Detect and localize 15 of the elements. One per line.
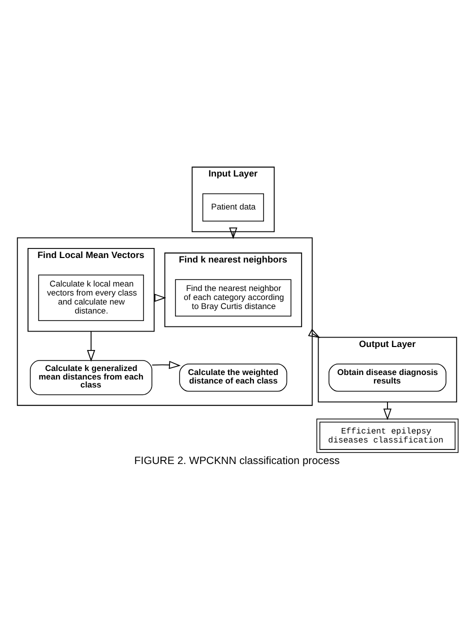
node-box: Efficient epilepsy diseases classification xyxy=(316,418,459,452)
arrow xyxy=(154,293,166,302)
node-box: Find the nearest neighbor of each category according to Bray Curtis distance xyxy=(175,278,292,316)
node-box: Calculate the weighted distance of each class xyxy=(179,363,288,392)
arrow xyxy=(383,401,392,420)
arrow xyxy=(308,328,320,338)
cluster xyxy=(16,236,313,406)
arrow xyxy=(86,330,96,362)
node-box: Calculate k generalized mean distances from each class xyxy=(30,360,152,395)
node-box: Patient data xyxy=(202,192,264,221)
arrow xyxy=(229,226,238,239)
caption: FIGURE 2. WPCKNN classification process xyxy=(134,454,340,467)
node-box: Calculate k local mean vectors from every class and calculate new distance. xyxy=(38,274,144,320)
arrow xyxy=(152,360,181,368)
node-box: Obtain disease diagnosis results xyxy=(328,363,446,392)
